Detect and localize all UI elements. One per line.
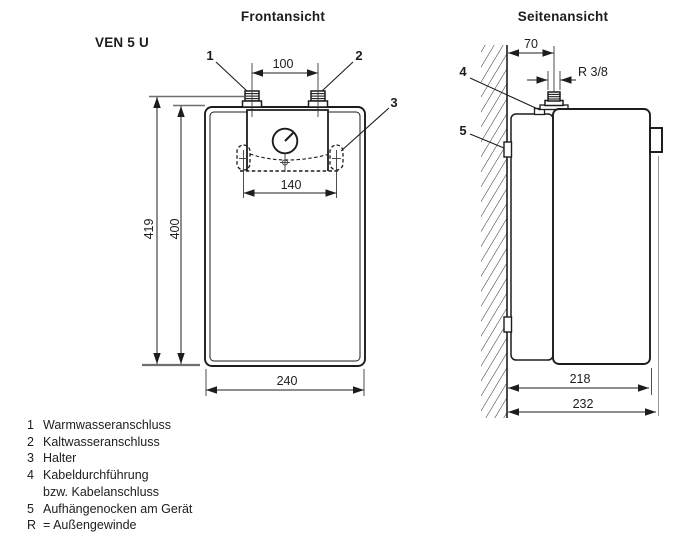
- side-dimension-lines: [508, 49, 656, 416]
- legend-key: 2: [27, 434, 34, 449]
- side-body-outline: [552, 108, 651, 365]
- callout-1: 1: [206, 48, 214, 63]
- legend-key: [27, 484, 43, 501]
- legend-label: Kabeldurchführung: [43, 468, 149, 483]
- legend-item: 3 Halter: [27, 450, 192, 467]
- legend-key: 4: [27, 468, 34, 483]
- side-leader-lines: [469, 77, 541, 149]
- side-view: [469, 45, 663, 418]
- side-view-title: Seitenansicht: [517, 9, 609, 24]
- side-dim-depth-total: 232: [572, 397, 594, 411]
- temperature-knob-icon: [271, 127, 299, 155]
- legend-label: Kaltwasseranschluss: [43, 434, 160, 449]
- model-label: VEN 5 U: [95, 35, 149, 50]
- side-extension-lines: [651, 156, 659, 416]
- callout-3: 3: [390, 95, 398, 110]
- legend-key: 1: [27, 418, 34, 432]
- front-leader-lines: [215, 61, 390, 152]
- legend-item: R = Außengewinde: [27, 517, 192, 534]
- side-rear-protrusion: [649, 127, 663, 153]
- callout-4: 4: [459, 64, 467, 79]
- legend-item: 1 Warmwasseranschluss: [27, 417, 192, 434]
- legend-item: 5 Aufhängenocken am Gerät: [27, 501, 192, 518]
- wall-hatching: [481, 45, 507, 418]
- front-dim-height-body: 400: [168, 218, 182, 240]
- legend-item: bzw. Kabelanschluss: [27, 484, 192, 501]
- front-view-title: Frontansicht: [240, 9, 326, 24]
- legend-label: Halter: [43, 451, 77, 466]
- legend-label: = Außengewinde: [43, 518, 137, 533]
- legend-key: R: [27, 518, 37, 533]
- legend-key: 5: [27, 501, 34, 516]
- front-dim-device-width: 240: [276, 374, 298, 388]
- legend-item: 4 Kabeldurchführung: [27, 467, 192, 484]
- front-body-outline: [204, 106, 366, 367]
- front-dimension-lines: [153, 69, 364, 394]
- callout-2: 2: [355, 48, 363, 63]
- legend-label: bzw. Kabelanschluss: [43, 484, 160, 499]
- callout-5: 5: [459, 123, 467, 138]
- side-dim-thread: R 3/8: [578, 65, 608, 79]
- legend-key: 3: [27, 451, 34, 466]
- legend-item: 2 Kaltwasseranschluss: [27, 434, 192, 451]
- mounting-bracket-hidden: [236, 144, 344, 198]
- thread-dimension-ticks: [527, 71, 576, 90]
- front-dim-height-total: 419: [142, 218, 156, 240]
- front-extension-lines: [142, 95, 365, 396]
- side-dim-wall-offset: 70: [524, 37, 538, 51]
- side-pipe-fitting-icon: [539, 91, 569, 111]
- side-dim-depth-body: 218: [569, 372, 591, 386]
- front-view: [142, 61, 390, 396]
- legend-label: Warmwasseranschluss: [43, 418, 172, 432]
- back-plate: [510, 113, 554, 361]
- hanging-cam-top: [503, 141, 513, 158]
- hanging-cam-bottom: [503, 316, 513, 333]
- front-dim-bracket-width: 140: [280, 178, 302, 192]
- front-dim-pipe-spacing: 100: [272, 57, 294, 71]
- legend-label: Aufhängenocken am Gerät: [43, 501, 193, 516]
- legend: 1 Warmwasseranschluss 2 Kaltwasseranschl…: [27, 417, 192, 534]
